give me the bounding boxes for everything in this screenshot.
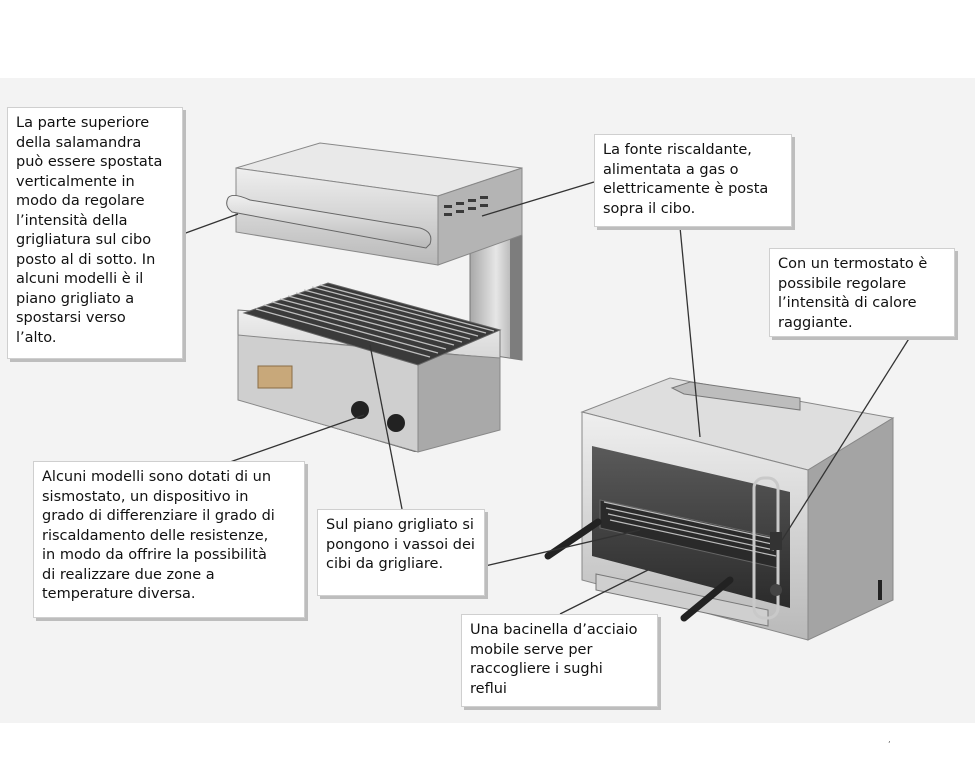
callout-heat-source: La fonte riscaldante, alimentata a gas o… xyxy=(594,134,792,227)
callout-drip-tray: Una bacinella d’acciaio mobile serve per… xyxy=(461,614,658,707)
callout-top-part: La parte superiore della salamandra può … xyxy=(7,107,183,359)
callout-sismostato: Alcuni modelli sono dotati di un sismost… xyxy=(33,461,305,618)
salamander-lower-icon xyxy=(544,377,895,641)
callout-grill-plate: Sul piano grigliato si pongono i vassoi … xyxy=(317,509,485,596)
footer-mark: ‚ xyxy=(888,735,891,744)
salamander-upper-icon xyxy=(226,142,523,453)
leader-lines xyxy=(182,181,911,615)
callout-thermostat: Con un termostato è possibile regolare l… xyxy=(769,248,955,337)
